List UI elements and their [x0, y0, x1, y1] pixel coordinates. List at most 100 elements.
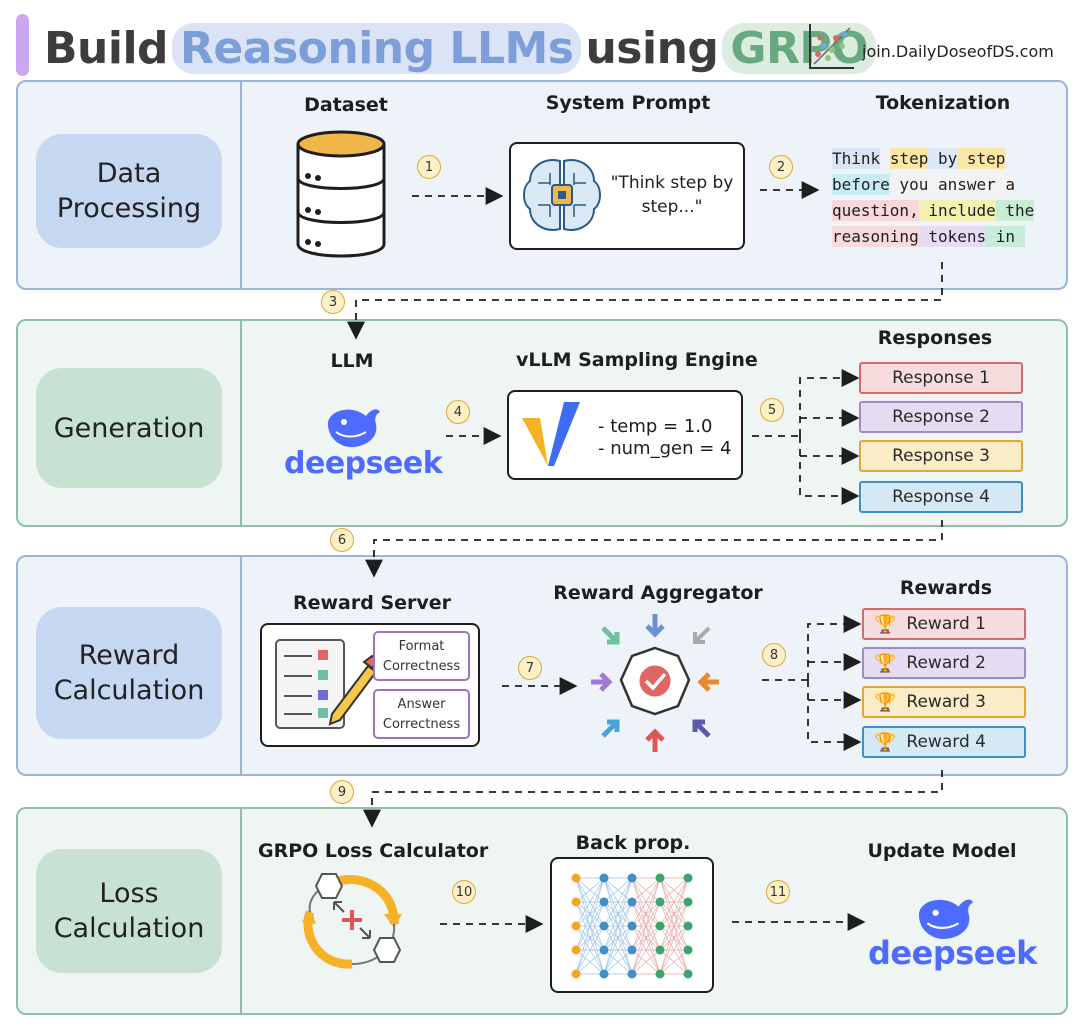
token: before — [832, 174, 890, 195]
response-4: Response 4 — [859, 481, 1023, 513]
section-divider — [240, 82, 242, 288]
nn-edge — [603, 877, 633, 951]
nn-edge — [659, 877, 689, 903]
nn-edge — [631, 949, 661, 975]
step-badge-11: 11 — [766, 880, 790, 904]
nn-node — [655, 945, 665, 955]
token: include — [918, 200, 996, 221]
aggregator-icon — [591, 614, 719, 752]
grpo-loss-title: GRPO Loss Calculator — [258, 840, 489, 862]
nn-edge — [575, 877, 605, 951]
step-badge-2: 2 — [769, 155, 793, 179]
nn-edge — [575, 877, 605, 927]
nn-edge — [575, 877, 605, 903]
trophy-icon: 🏆 — [874, 613, 897, 635]
token — [1015, 226, 1025, 247]
loss-cycle-icon — [302, 873, 402, 969]
system-prompt-text: "Think step by step..." — [610, 173, 734, 217]
token: tokens — [918, 226, 987, 247]
nn-edge — [659, 901, 689, 975]
response-2: Response 2 — [859, 401, 1023, 433]
nn-node — [571, 945, 581, 955]
nn-edge — [603, 901, 633, 975]
nn-edge — [603, 925, 633, 975]
nn-edge — [631, 877, 661, 975]
section-label-generation: Generation — [36, 368, 222, 488]
token: step — [957, 148, 1006, 169]
section-divider — [240, 557, 242, 774]
section-label-loss-calculation: Loss Calculation — [36, 849, 222, 973]
nn-node — [683, 897, 693, 907]
nn-edge — [603, 877, 633, 903]
nn-node — [655, 897, 665, 907]
deepseek-logo-llm: deepseek — [284, 446, 443, 481]
update-model-title: Update Model — [867, 840, 1017, 862]
token: question, — [832, 200, 919, 221]
format-correctness-criterion: Format Correctness — [373, 631, 470, 681]
nn-node — [599, 945, 609, 955]
nn-edge — [659, 949, 689, 975]
nn-node — [571, 921, 581, 931]
vllm-engine-box — [507, 390, 743, 480]
section-label-data-processing: Data Processing — [36, 134, 222, 248]
nn-edge — [631, 901, 661, 975]
section-reward-calculation: Reward Calculation — [16, 555, 1068, 776]
system-prompt-title: System Prompt — [545, 92, 711, 114]
nn-node — [627, 897, 637, 907]
reward-1: 🏆Reward 1 — [862, 608, 1026, 640]
tokenization-title: Tokenization — [875, 92, 1011, 114]
nn-node — [655, 921, 665, 931]
response-1: Response 1 — [859, 362, 1023, 394]
nn-edge — [631, 877, 661, 927]
answer-correctness-criterion: Answer Correctness — [373, 689, 470, 739]
nn-node — [683, 921, 693, 931]
llm-title: LLM — [330, 350, 374, 372]
title-word-build: Build — [44, 22, 169, 74]
step-badge-6: 6 — [330, 528, 354, 552]
nn-node — [627, 921, 637, 931]
deepseek-logo-update: deepseek — [868, 934, 1037, 972]
section-divider — [240, 321, 242, 525]
nn-node — [627, 873, 637, 883]
response-3: Response 3 — [859, 440, 1023, 472]
token: reasoning — [832, 226, 919, 247]
nn-node — [599, 969, 609, 979]
brain-chip-icon — [523, 159, 601, 231]
brand-url: join.DailyDoseofDS.com — [862, 42, 1054, 61]
token: by — [928, 148, 958, 169]
nn-edge — [659, 877, 689, 927]
nn-node — [683, 945, 693, 955]
nn-node — [627, 969, 637, 979]
nn-edge — [631, 877, 661, 903]
scatter-chart-icon — [809, 24, 854, 69]
nn-edge — [603, 877, 633, 975]
nn-edge — [575, 877, 605, 975]
whale-icon — [328, 409, 380, 448]
nn-node — [627, 945, 637, 955]
database-icon — [296, 130, 386, 258]
step-badge-4: 4 — [446, 400, 470, 424]
nn-edge — [659, 925, 689, 975]
step-badge-7: 7 — [518, 656, 542, 680]
section-divider — [240, 809, 242, 1013]
section-loss-calculation: Loss Calculation — [16, 807, 1068, 1015]
nn-node — [655, 969, 665, 979]
whale-icon — [918, 899, 974, 939]
step-badge-10: 10 — [452, 880, 476, 904]
nn-node — [571, 969, 581, 979]
rewards-title: Rewards — [899, 577, 993, 599]
nn-edge — [659, 877, 689, 951]
nn-edge — [659, 877, 689, 975]
vllm-logo-icon — [522, 402, 580, 466]
nn-node — [599, 897, 609, 907]
token: a — [995, 174, 1016, 195]
responses-title: Responses — [877, 327, 993, 349]
nn-edge — [631, 925, 661, 975]
checklist-pen-icon — [275, 639, 378, 729]
backprop-title: Back prop. — [575, 832, 691, 854]
section-label-reward-calculation: Reward Calculation — [36, 607, 222, 739]
step-badge-3: 3 — [321, 290, 345, 314]
reward-4-label: Reward 4 — [906, 732, 986, 752]
token: step — [889, 148, 929, 169]
